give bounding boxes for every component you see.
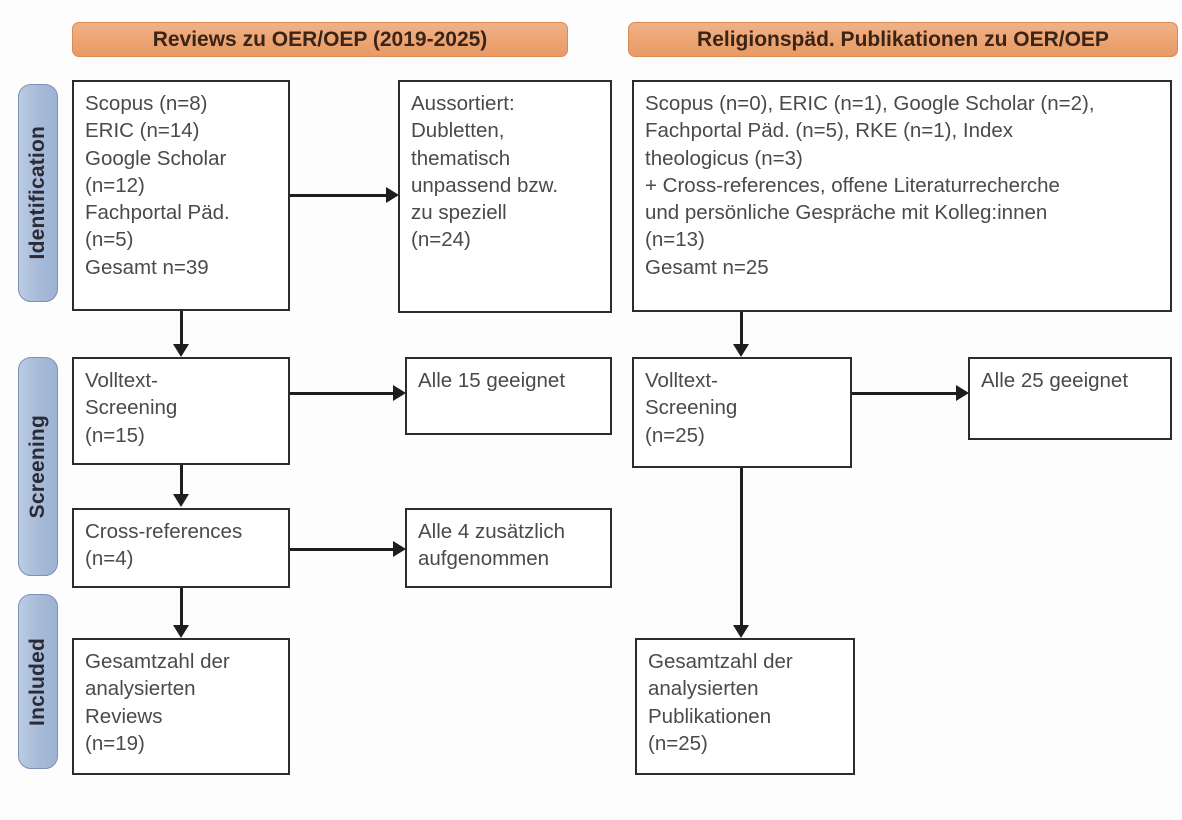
box-right-sources: Scopus (n=0), ERIC (n=1), Google Scholar… (632, 80, 1172, 312)
arrowhead-left-fulltext-to-result (393, 385, 406, 401)
box-left-excluded: Aussortiert: Dubletten, thematisch unpas… (398, 80, 612, 313)
stage-pill-screening: Screening (18, 357, 58, 576)
connector-left-fulltext-to-result (290, 392, 393, 395)
column-header-reviews: Reviews zu OER/OEP (2019-2025) (72, 22, 568, 57)
stage-label-screening: Screening (26, 414, 49, 519)
connector-left-crossrefs-to-result (290, 548, 393, 551)
box-right-included-total: Gesamtzahl der analysierten Publikatione… (635, 638, 855, 775)
connector-right-sources-to-fulltext (740, 312, 743, 344)
stage-pill-included: Included (18, 594, 58, 769)
connector-left-crossrefs-to-included (180, 588, 183, 625)
box-left-fulltext-result: Alle 15 geeignet (405, 357, 612, 435)
arrowhead-left-crossrefs-to-included (173, 625, 189, 638)
connector-right-fulltext-to-result (852, 392, 956, 395)
stage-label-included: Included (26, 637, 49, 726)
connector-left-sources-to-fulltext (180, 311, 183, 344)
arrowhead-left-fulltext-to-crossrefs (173, 494, 189, 507)
column-header-religionspaedagogik: Religionspäd. Publikationen zu OER/OEP (628, 22, 1178, 57)
box-left-sources: Scopus (n=8) ERIC (n=14) Google Scholar … (72, 80, 290, 311)
arrowhead-left-crossrefs-to-result (393, 541, 406, 557)
arrowhead-right-fulltext-to-included (733, 625, 749, 638)
connector-right-fulltext-to-included (740, 468, 743, 625)
arrowhead-left-sources-to-fulltext (173, 344, 189, 357)
box-left-crossreferences: Cross-references (n=4) (72, 508, 290, 588)
box-left-fulltext-screening: Volltext- Screening (n=15) (72, 357, 290, 465)
arrowhead-left-sources-to-excluded (386, 187, 399, 203)
connector-left-sources-to-excluded (290, 194, 386, 197)
box-left-crossreferences-result: Alle 4 zusätzlich aufgenommen (405, 508, 612, 588)
stage-pill-identification: Identification (18, 84, 58, 302)
connector-left-fulltext-to-crossrefs (180, 465, 183, 494)
arrowhead-right-fulltext-to-result (956, 385, 969, 401)
box-left-included-total: Gesamtzahl der analysierten Reviews (n=1… (72, 638, 290, 775)
box-right-fulltext-screening: Volltext- Screening (n=25) (632, 357, 852, 468)
arrowhead-right-sources-to-fulltext (733, 344, 749, 357)
stage-label-identification: Identification (26, 126, 49, 260)
box-right-fulltext-result: Alle 25 geeignet (968, 357, 1172, 440)
